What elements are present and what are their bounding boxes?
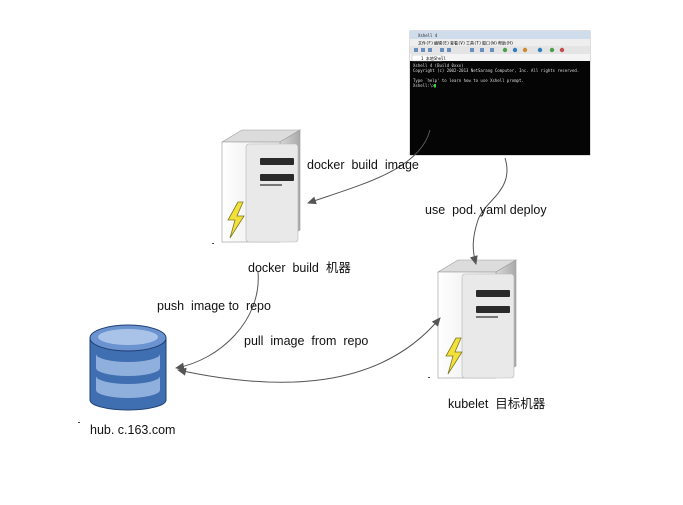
terminal-window: Xshell 4 1 本地Shell 文件(F) 编辑(E) 查看(V) 工具(…	[409, 30, 591, 156]
terminal-line-2: Copyright (c) 2002-2013 NetSarang Comput…	[413, 68, 579, 73]
terminal-cursor	[434, 84, 436, 88]
label-pull-image-from-repo: pull image from repo	[244, 334, 369, 348]
server-docker-build	[220, 129, 302, 243]
terminal-menu-6[interactable]: 帮助(H)	[498, 40, 513, 46]
tick-mark	[428, 377, 430, 378]
lightning-icon	[227, 201, 245, 239]
arrow-pull-image	[177, 317, 441, 383]
terminal-toolbar-icons	[414, 47, 565, 53]
database-icon	[89, 324, 167, 411]
tick-mark	[78, 422, 80, 423]
label-docker-build-image: docker build image	[307, 158, 419, 172]
arrow-build-image	[307, 129, 431, 205]
terminal-menu-3[interactable]: 查看(V)	[450, 40, 465, 46]
terminal-line-1: Xshell 4 (Build 0xxx)	[413, 63, 464, 68]
label-use-pod-yaml-deploy: use pod. yaml deploy	[425, 203, 547, 217]
server-kubelet	[436, 259, 518, 379]
terminal-menu-4[interactable]: 工具(T)	[466, 40, 481, 46]
terminal-tab[interactable]	[411, 54, 443, 62]
terminal-title: Xshell 4	[418, 33, 438, 38]
label-hub-name: hub. c.163.com	[90, 423, 176, 437]
terminal-line-4: Type `help' to learn how to use Xshell p…	[413, 78, 524, 83]
arrow-push-image	[175, 271, 259, 371]
label-docker-build-machine: docker build 机器	[248, 261, 351, 275]
terminal-menu-2[interactable]: 编辑(E)	[434, 40, 449, 46]
label-kubelet-target-machine: kubelet 目标机器	[448, 397, 546, 411]
tick-mark	[212, 243, 214, 244]
lightning-icon	[445, 337, 463, 375]
terminal-menu-5[interactable]: 窗口(W)	[482, 40, 497, 46]
arrow-deploy	[469, 157, 508, 265]
terminal-tab-label: 1 本地Shell	[421, 55, 446, 61]
terminal-menu-1[interactable]: 文件(F)	[418, 40, 433, 46]
label-push-image-to-repo: push image to repo	[157, 299, 271, 313]
terminal-prompt: Xshell:\>	[413, 83, 437, 88]
